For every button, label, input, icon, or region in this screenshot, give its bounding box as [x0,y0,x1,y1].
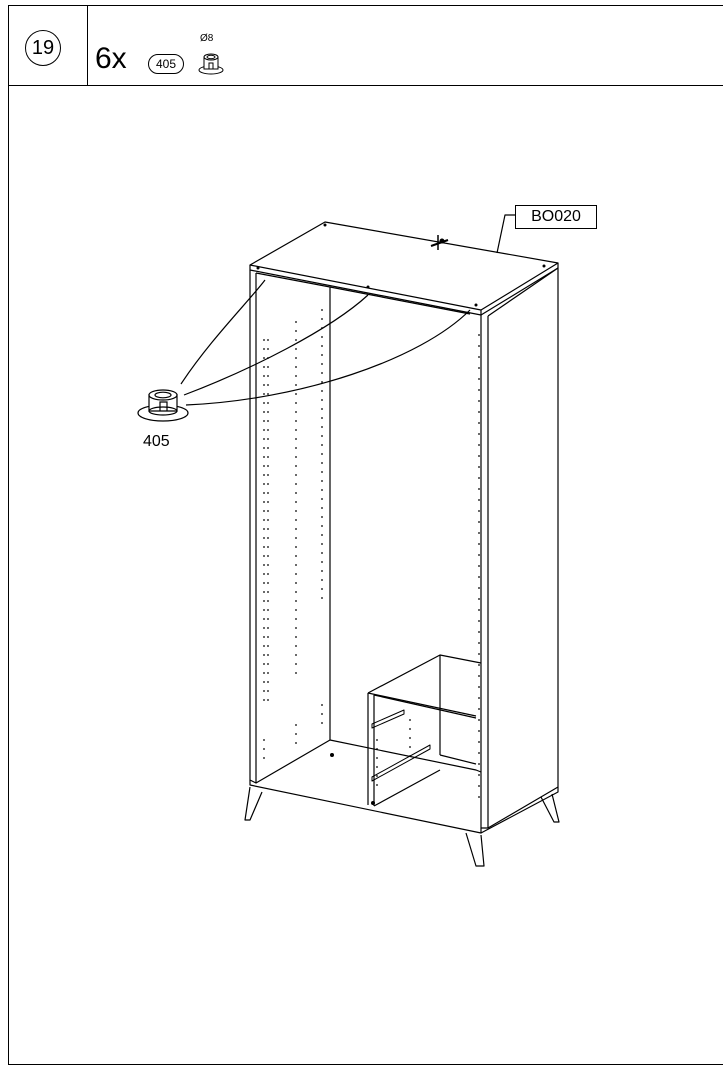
part-label: 405 [143,433,170,450]
cam-dowel-icon [137,389,189,422]
step-number: 19 [25,30,61,66]
panel-callout: BO020 [515,205,597,229]
part-number-badge: 405 [148,54,184,74]
quantity-label: 6x [95,42,127,75]
step-number-cell [8,5,88,86]
step-number-text: 19 [31,36,55,59]
diameter-label: Ø8 [200,33,214,44]
part-number-text: 405 [155,57,177,71]
step-header [8,5,723,86]
cabinet-drawing [137,214,560,867]
